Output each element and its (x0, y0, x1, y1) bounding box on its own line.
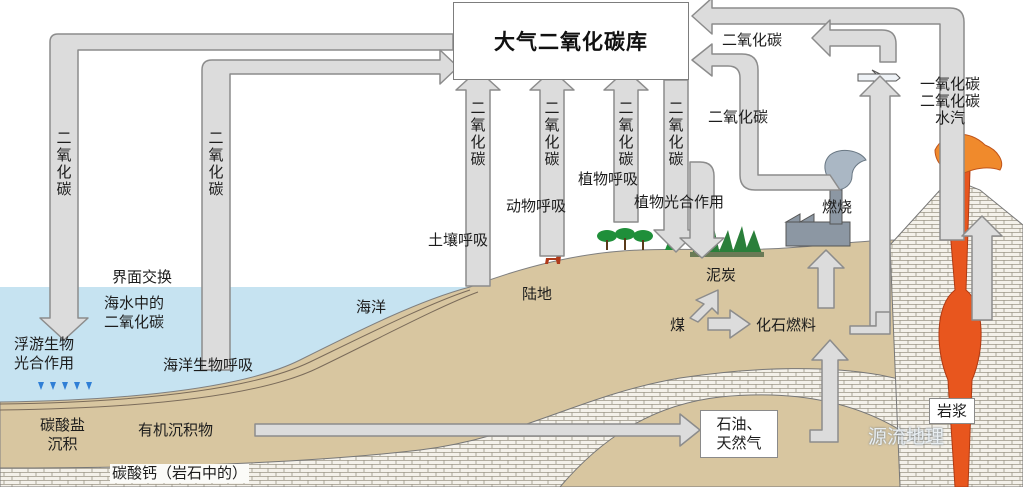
label-volcano-gases: 一氧化碳 二氧化碳 水汽 (920, 76, 980, 127)
page-title: 大气二氧化碳库 (494, 26, 648, 56)
label-land: 陆地 (522, 285, 552, 304)
atmosphere-co2-pool-box: 大气二氧化碳库 (453, 2, 689, 80)
label-carbonate-sediment: 碳酸盐 沉积 (40, 416, 85, 454)
label-plankton-photosynthesis: 浮游生物 光合作用 (14, 335, 74, 373)
oil-gas-box: 石油、 天然气 (700, 410, 778, 458)
label-co2-burn: 二氧化碳 (708, 108, 768, 127)
label-ocean: 海洋 (356, 298, 386, 317)
label-organic-sediment: 有机沉积物 (138, 421, 213, 440)
label-animal-respiration: 动物呼吸 (506, 197, 566, 216)
label-photosynthesis: 植物光合作用 (634, 193, 724, 212)
magma-box: 岩浆 (929, 398, 975, 424)
label-co2-top-right: 二氧化碳 (722, 31, 782, 50)
label-seawater-co2: 海水中的 二氧化碳 (104, 294, 164, 332)
label-burning: 燃烧 (822, 198, 852, 217)
label-interface-exchange: 界面交换 (112, 268, 172, 287)
label-calcium-carbonate: 碳酸钙（岩石中的） (110, 464, 249, 483)
label-co2-plant: 二氧化碳 (617, 100, 635, 168)
label-co2-far-left: 二氧化碳 (55, 130, 73, 198)
label-co2-soil: 二氧化碳 (469, 100, 487, 168)
label-peat: 泥炭 (706, 266, 736, 285)
label-co2-left: 二氧化碳 (207, 130, 225, 198)
label-co2-animal: 二氧化碳 (543, 100, 561, 168)
label-fossil-fuel: 化石燃料 (756, 316, 816, 335)
label-plant-respiration: 植物呼吸 (578, 170, 638, 189)
label-soil-respiration: 土壤呼吸 (428, 231, 488, 250)
label-marine-respiration: 海洋生物呼吸 (163, 356, 253, 375)
watermark: 源流地理 (868, 428, 944, 447)
label-coal: 煤 (670, 316, 685, 335)
label-co2-photo: 二氧化碳 (667, 100, 685, 168)
